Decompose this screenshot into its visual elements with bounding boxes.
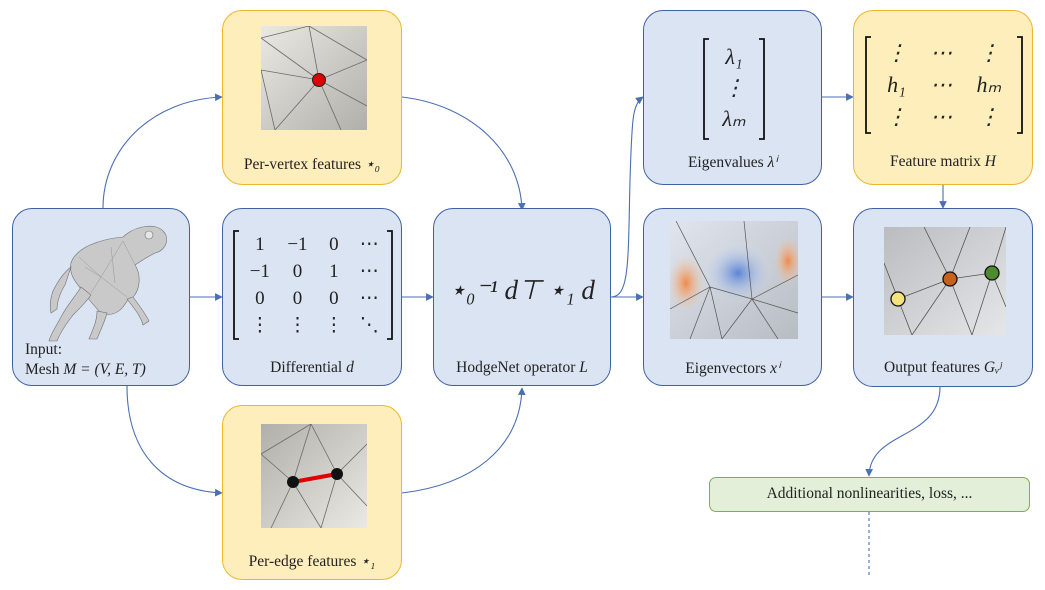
input-label: Input: Mesh M = (V, E, T) xyxy=(25,340,189,380)
eigenvectors-node: Eigenvectors xⁱ xyxy=(643,208,822,386)
feature-matrix-label: Feature matrix H xyxy=(854,153,1032,171)
output-label-math: Gᵥʲ xyxy=(983,359,1002,376)
eigenvalues-node: λ₁ ⋮ λₘ Eigenvalues λⁱ xyxy=(643,10,822,185)
per-edge-label-text: Per-edge features xyxy=(248,553,361,570)
differential-label-text: Differential xyxy=(270,359,347,376)
matrix-cell: ⋯ xyxy=(359,288,379,309)
differential-label-math: d xyxy=(346,359,354,376)
matrix-row: −1 0 1 ⋯ xyxy=(241,258,387,285)
matrix-cell: ⋮ xyxy=(977,40,1000,65)
matrix-cell: ⋮ xyxy=(977,104,1000,129)
matrix-brackets xyxy=(233,230,393,340)
arrow-vertex-to-hodgenet xyxy=(401,96,526,211)
per-edge-label-math: ⋆₁ xyxy=(360,553,376,570)
per-vertex-label-text: Per-vertex features xyxy=(243,156,365,173)
hodgenet-operator-node: ⋆₀⁻¹ d⊤ ⋆₁ d HodgeNet operator L xyxy=(433,208,611,386)
eigenvectors-label-math: xⁱ xyxy=(770,360,780,377)
matrix-cell: ⋮ xyxy=(324,315,344,336)
eigenvalues-label-text: Eigenvalues xyxy=(687,154,768,171)
nonlinearities-node: Additional nonlinearities, loss, ... xyxy=(709,477,1030,512)
matrix-cell: ⋮ xyxy=(885,104,908,129)
feature-matrix-label-math: H xyxy=(984,153,996,170)
eigenvectors-label-text: Eigenvectors xyxy=(685,360,771,377)
per-edge-label: Per-edge features ⋆₁ xyxy=(223,552,401,571)
edge-highlight-line xyxy=(292,472,338,484)
frog-mesh-image xyxy=(48,225,167,342)
eigenvalue-entry: λₘ xyxy=(722,106,746,131)
input-label-line1: Input: xyxy=(25,341,63,358)
matrix-cell: 0 xyxy=(292,260,303,282)
differential-label: Differential d xyxy=(223,359,401,377)
output-dot-green xyxy=(984,265,1000,281)
input-mesh-node: Input: Mesh M = (V, E, T) xyxy=(12,208,190,386)
nonlinearities-label: Additional nonlinearities, loss, ... xyxy=(766,485,973,502)
differential-matrix: 1 −1 0 ⋯ −1 0 1 ⋯ 0 0 0 ⋯ ⋮ ⋮ ⋮ ⋱ xyxy=(231,229,395,341)
output-label-text: Output features xyxy=(884,359,984,376)
eigenvalues-vector: λ₁ ⋮ λₘ xyxy=(702,37,766,141)
eigenvalues-label: Eigenvalues λⁱ xyxy=(644,153,821,172)
matrix-cell: ⋯ xyxy=(359,261,379,282)
output-label: Output features Gᵥʲ xyxy=(854,359,1032,377)
eigenvalues-label-math: λⁱ xyxy=(767,154,778,171)
output-dot-yellow xyxy=(890,291,906,307)
output-features-node: Output features Gᵥʲ xyxy=(853,208,1033,387)
feature-matrix-label-text: Feature matrix xyxy=(890,153,985,170)
matrix-cell: 0 xyxy=(292,287,303,309)
matrix-cell: 1 xyxy=(329,260,339,282)
arrow-input-to-edge xyxy=(126,385,223,497)
arrow-hodgenet-to-eigenvalues xyxy=(610,96,644,298)
arrow-output-to-nonlinear xyxy=(865,386,941,477)
feature-matrix: ⋮ ⋯ ⋮ h₁ ⋯ hₘ ⋮ ⋯ ⋮ xyxy=(864,35,1024,135)
matrix-row: 1 −1 0 ⋯ xyxy=(241,231,387,258)
matrix-cell: 1 xyxy=(255,233,265,255)
differential-node: 1 −1 0 ⋯ −1 0 1 ⋯ 0 0 0 ⋯ ⋮ ⋮ ⋮ ⋱ Differential d xyxy=(222,208,402,386)
per-vertex-label: Per-vertex features ⋆₀ xyxy=(223,155,401,174)
feature-matrix-node: ⋮ ⋯ ⋮ h₁ ⋯ hₘ ⋮ ⋯ ⋮ Feature matrix H xyxy=(853,10,1033,185)
edge-mesh-image xyxy=(261,424,367,528)
per-edge-features-node: Per-edge features ⋆₁ xyxy=(222,405,402,580)
eigenvalue-entry: λ₁ xyxy=(725,44,743,69)
input-label-math: M = (V, E, T) xyxy=(63,361,146,378)
matrix-cell: ⋮ xyxy=(250,315,270,336)
matrix-cell: ⋱ xyxy=(359,315,379,336)
matrix-cell: ⋮ xyxy=(287,315,307,336)
matrix-cell: 0 xyxy=(255,287,265,309)
arrow-input-to-vertex xyxy=(102,93,223,209)
matrix-row: 0 0 0 ⋯ xyxy=(241,285,387,312)
matrix-cell: ⋯ xyxy=(359,234,379,255)
eigenvector-mesh-image xyxy=(670,221,798,339)
matrix-cell: hₘ xyxy=(976,72,1002,97)
matrix-cell: ⋯ xyxy=(930,104,953,129)
vector-brackets xyxy=(703,38,765,140)
eigenvalue-entry: ⋮ xyxy=(723,75,745,100)
output-dot-orange xyxy=(942,271,958,287)
matrix-row: ⋮ ⋯ ⋮ xyxy=(874,101,1014,133)
matrix-cell: h₁ xyxy=(887,72,906,97)
matrix-cell: ⋮ xyxy=(885,40,908,65)
matrix-row: ⋮ ⋮ ⋮ ⋱ xyxy=(241,312,387,339)
input-label-line2: Mesh xyxy=(25,361,64,378)
eigenvectors-label: Eigenvectors xⁱ xyxy=(644,359,821,378)
per-vertex-features-node: Per-vertex features ⋆₀ xyxy=(222,10,402,185)
matrix-cell: ⋯ xyxy=(930,40,953,65)
per-vertex-label-math: ⋆₀ xyxy=(364,156,381,173)
output-mesh-image xyxy=(884,227,1006,335)
matrix-row: h₁ ⋯ hₘ xyxy=(874,69,1014,101)
matrix-row: ⋮ ⋯ ⋮ xyxy=(874,37,1014,69)
matrix-cell: 0 xyxy=(329,287,339,309)
arrow-edge-to-hodgenet xyxy=(401,387,526,494)
matrix-cell: ⋯ xyxy=(930,72,953,97)
matrix-cell: −1 xyxy=(287,233,308,255)
hodgenet-label-text: HodgeNet operator xyxy=(456,359,580,376)
matrix-cell: 0 xyxy=(329,233,339,255)
vertex-highlight-dot xyxy=(312,73,326,87)
vertex-mesh-image xyxy=(261,26,367,130)
hodgenet-label: HodgeNet operator L xyxy=(434,359,610,377)
matrix-cell: −1 xyxy=(249,260,270,282)
hodgenet-formula: ⋆₀⁻¹ d⊤ ⋆₁ d xyxy=(449,275,595,305)
hodgenet-label-math: L xyxy=(579,359,588,376)
feature-matrix-brackets xyxy=(865,36,1023,134)
